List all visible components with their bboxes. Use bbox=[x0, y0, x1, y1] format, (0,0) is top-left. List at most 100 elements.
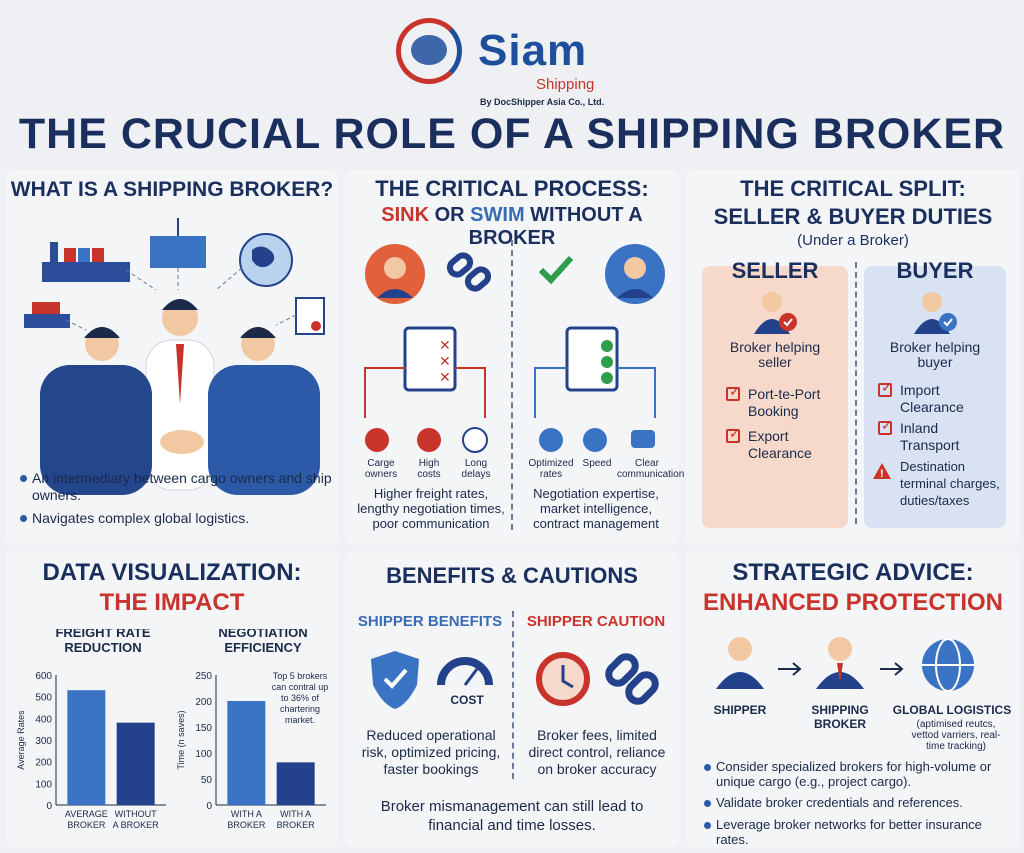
without-broker-summary: Higher freight rates, lengthy negotiatio… bbox=[357, 486, 505, 531]
broken-chain-icon bbox=[446, 252, 492, 292]
caution-text: Broker fees, limited direct control, rel… bbox=[528, 727, 666, 777]
seller-role: Broker helping seller bbox=[729, 339, 821, 370]
clipboard-fail-icon: ✕✕✕ bbox=[403, 326, 457, 392]
divider bbox=[855, 262, 857, 524]
buyer-role: Broker helping buyer bbox=[889, 339, 981, 370]
flow-step: SHIPPER bbox=[713, 703, 767, 717]
panel-subtitle: SINK OR SWIM WITHOUT A BROKER bbox=[345, 204, 679, 250]
sad-person-icon bbox=[365, 244, 425, 304]
flow-step: SHIPPING BROKER bbox=[811, 703, 869, 731]
container-icon bbox=[150, 218, 206, 268]
panel-process: THE CRITICAL PROCESS: SINK OR SWIM WITHO… bbox=[345, 170, 684, 544]
panel-subtitle: (Under a Broker) bbox=[797, 232, 909, 249]
y-tick-label: 100 bbox=[35, 779, 52, 790]
x-tick-label: WITH A bbox=[280, 809, 311, 819]
flow-diagram bbox=[716, 637, 974, 692]
y-axis-label: Time (n saves) bbox=[176, 710, 186, 769]
panel-benefits: BENEFITS & CAUTIONS SHIPPER BENEFITS SHI… bbox=[345, 551, 679, 847]
icon-label: Optimized rates bbox=[528, 458, 574, 480]
y-tick-label: 600 bbox=[35, 671, 52, 682]
chart-annotation: market. bbox=[285, 715, 315, 725]
icon-label: Speed bbox=[582, 458, 612, 469]
chart-title: EFFICIENCY bbox=[224, 640, 302, 655]
y-axis-label: Average Rates bbox=[16, 710, 26, 770]
impact-charts: FREIGHT RATEREDUCTION6005004003002001000… bbox=[16, 629, 329, 830]
y-tick-label: 0 bbox=[46, 801, 52, 812]
buyer-warning: Destination terminal charges, duties/tax… bbox=[900, 459, 1000, 508]
svg-text:✕: ✕ bbox=[439, 353, 451, 369]
bullet-item: Navigates complex global logistics. bbox=[20, 510, 332, 527]
buyer-duty: Import Clearance bbox=[878, 379, 1000, 416]
money-bag-icon bbox=[417, 428, 441, 452]
bullet-item: An intermediary between cargo owners and… bbox=[20, 470, 332, 503]
cargo-ship-icon bbox=[42, 242, 130, 282]
logo-sub: Shipping bbox=[536, 76, 595, 93]
bar bbox=[276, 762, 315, 805]
chart-annotation: Top 5 brokers bbox=[273, 671, 328, 681]
buyer-heading: BUYER bbox=[896, 258, 974, 283]
arrow-icon bbox=[880, 662, 904, 676]
clock-icon bbox=[536, 652, 590, 706]
flow-note: (aptimised reutcs, vettod varriers, real… bbox=[911, 719, 1001, 752]
buyer-column: BUYER Broker helping buyer Import Cleara… bbox=[864, 258, 1006, 528]
chain-icon bbox=[605, 653, 659, 705]
panel-title-2: ENHANCED PROTECTION bbox=[702, 589, 1003, 616]
buyer-duty: Inland Transport bbox=[878, 417, 1000, 454]
swim-word: SWIM bbox=[470, 204, 525, 226]
chart-annotation: to 36% of bbox=[281, 693, 320, 703]
panel-title: STRATEGIC ADVICE: bbox=[732, 559, 974, 586]
or-word: OR bbox=[434, 204, 465, 226]
benefits-footer: Broker mismanagement can still lead to f… bbox=[380, 798, 644, 834]
benefits-text: Reduced operational risk, optimized pric… bbox=[361, 727, 501, 777]
panel-title-2: SELLER & BUYER DUTIES bbox=[713, 204, 993, 229]
gauge-icon bbox=[437, 657, 493, 686]
handshake-illustration bbox=[24, 218, 325, 495]
sink-word: SINK bbox=[381, 204, 430, 226]
cost-label: COST bbox=[450, 693, 484, 707]
broker-buyer-icon bbox=[914, 292, 957, 334]
divider bbox=[512, 611, 514, 779]
panel-what-is: WHAT IS A SHIPPING BROKER? An intermedia… bbox=[6, 170, 338, 544]
divider bbox=[511, 240, 513, 530]
shipper-icon bbox=[716, 637, 764, 689]
y-tick-label: 200 bbox=[195, 697, 212, 708]
svg-text:✕: ✕ bbox=[439, 369, 451, 385]
y-tick-label: 150 bbox=[195, 723, 212, 734]
seller-column: SELLER Broker helping seller Port-te-Por… bbox=[702, 258, 848, 528]
y-tick-label: 100 bbox=[195, 749, 212, 760]
chart-annotation: can contral up bbox=[272, 682, 329, 692]
ferry-icon bbox=[24, 302, 70, 328]
globe-icon bbox=[922, 638, 974, 692]
chart-annotation: chartering bbox=[280, 704, 320, 714]
panel-title: THE CRITICAL PROCESS: bbox=[375, 176, 649, 201]
icon-label: High costs bbox=[417, 458, 441, 480]
broker-icon bbox=[816, 637, 864, 689]
y-tick-label: 250 bbox=[195, 671, 212, 682]
y-tick-label: 400 bbox=[35, 714, 52, 725]
seller-heading: SELLER bbox=[731, 258, 819, 283]
clock-icon bbox=[462, 427, 488, 453]
panel-title: DATA VISUALIZATION: bbox=[42, 559, 302, 586]
chart-title: NEGOTIATION bbox=[218, 629, 307, 640]
x-tick-label: BROKER bbox=[227, 820, 266, 830]
x-tick-label: WITH A bbox=[231, 809, 262, 819]
x-tick-label: AVERAGE bbox=[65, 809, 108, 819]
globe-icon bbox=[239, 233, 293, 287]
benefits-icons bbox=[371, 651, 659, 709]
y-tick-label: 50 bbox=[201, 775, 213, 786]
panel-title: WHAT IS A SHIPPING BROKER? bbox=[10, 178, 334, 201]
x-tick-label: BROKER bbox=[67, 820, 106, 830]
caution-heading: SHIPPER CAUTION bbox=[526, 613, 666, 630]
chart-title: REDUCTION bbox=[64, 640, 141, 655]
x-tick-label: A BROKER bbox=[113, 820, 160, 830]
panel-title-2: THE IMPACT bbox=[99, 589, 245, 616]
arrow-icon bbox=[778, 662, 802, 676]
brand-logo: Siam Shipping By DocShipper Asia Co., Lt… bbox=[388, 8, 648, 108]
bullet-item: Consider specialized brokers for high-vo… bbox=[704, 759, 1010, 789]
check-mark-icon bbox=[538, 255, 574, 285]
coins-icon bbox=[365, 428, 389, 452]
panel-advice: STRATEGIC ADVICE: ENHANCED PROTECTION SH… bbox=[686, 551, 1020, 847]
panel-split: THE CRITICAL SPLIT: SELLER & BUYER DUTIE… bbox=[686, 170, 1020, 544]
chat-icon bbox=[631, 430, 655, 448]
panel-dataviz: DATA VISUALIZATION: THE IMPACT FREIGHT R… bbox=[6, 551, 338, 847]
